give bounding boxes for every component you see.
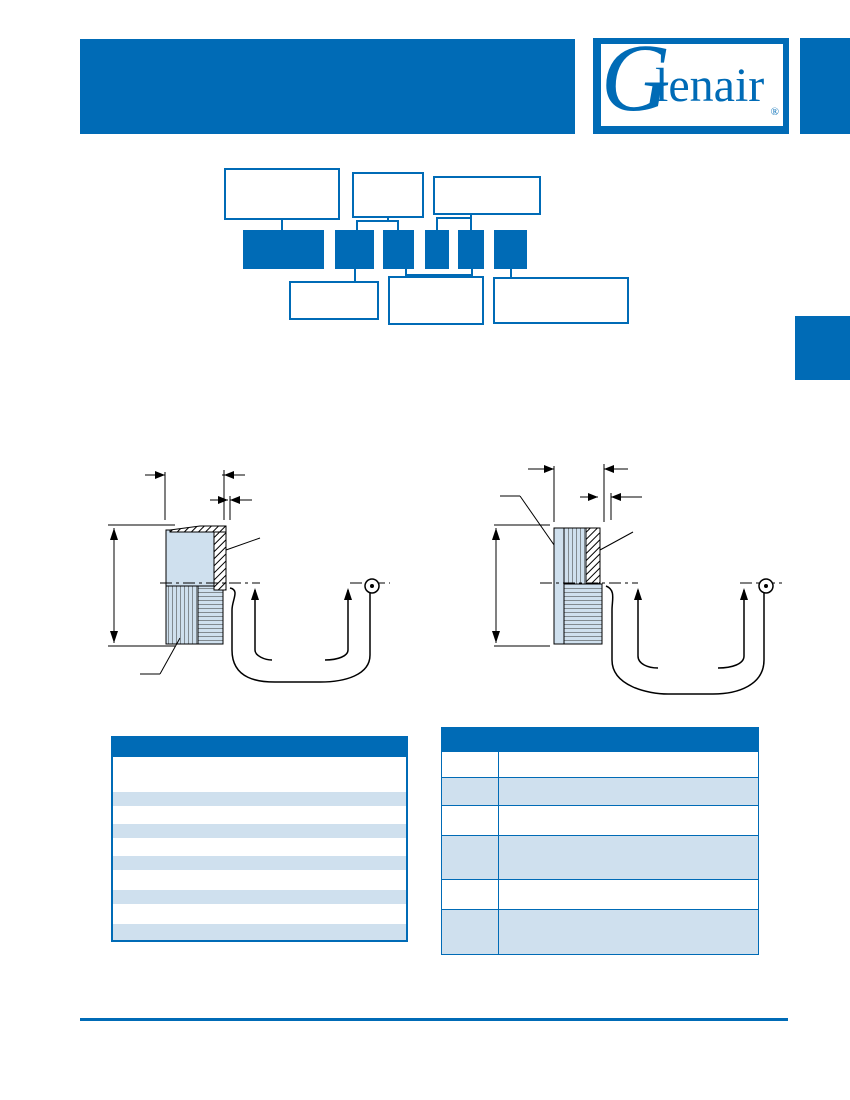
options-table-header bbox=[442, 728, 758, 752]
table-row bbox=[113, 890, 406, 904]
table-row bbox=[113, 856, 406, 870]
callout-top-1 bbox=[224, 168, 340, 220]
callout-bottom-1 bbox=[289, 281, 379, 320]
table-row bbox=[113, 824, 406, 838]
pn-segment-5 bbox=[458, 230, 484, 269]
table-row bbox=[113, 792, 406, 806]
callout-top-3 bbox=[433, 176, 541, 215]
options-table bbox=[441, 727, 759, 955]
callout-bottom-3 bbox=[493, 277, 629, 324]
registered-mark: ® bbox=[770, 106, 779, 118]
pn-segment-base bbox=[243, 230, 324, 269]
right-connector-drawing bbox=[492, 464, 782, 695]
table-row bbox=[113, 924, 406, 940]
table-row bbox=[442, 880, 758, 910]
dimension-table bbox=[111, 736, 408, 942]
table-row bbox=[442, 910, 758, 954]
footer-rule bbox=[80, 1018, 788, 1021]
section-tab bbox=[795, 316, 850, 380]
table-row bbox=[442, 778, 758, 806]
table-row bbox=[442, 752, 758, 778]
callout-bottom-2 bbox=[388, 276, 484, 325]
left-connector-drawing bbox=[108, 470, 390, 683]
dimension-table-header bbox=[113, 738, 406, 757]
corner-tab bbox=[800, 38, 850, 134]
glenair-logo: G lenair ® bbox=[593, 30, 789, 134]
table-row bbox=[442, 836, 758, 880]
pn-segment-3 bbox=[383, 230, 414, 269]
logo-initial: G bbox=[601, 24, 671, 131]
pn-segment-6 bbox=[494, 230, 527, 269]
pn-segment-2 bbox=[335, 230, 374, 269]
column-divider bbox=[498, 752, 499, 954]
callout-top-2 bbox=[352, 172, 424, 218]
pn-segment-4 bbox=[425, 230, 449, 269]
table-row bbox=[442, 806, 758, 836]
header-banner bbox=[80, 39, 575, 134]
logo-text: lenair bbox=[655, 59, 765, 112]
